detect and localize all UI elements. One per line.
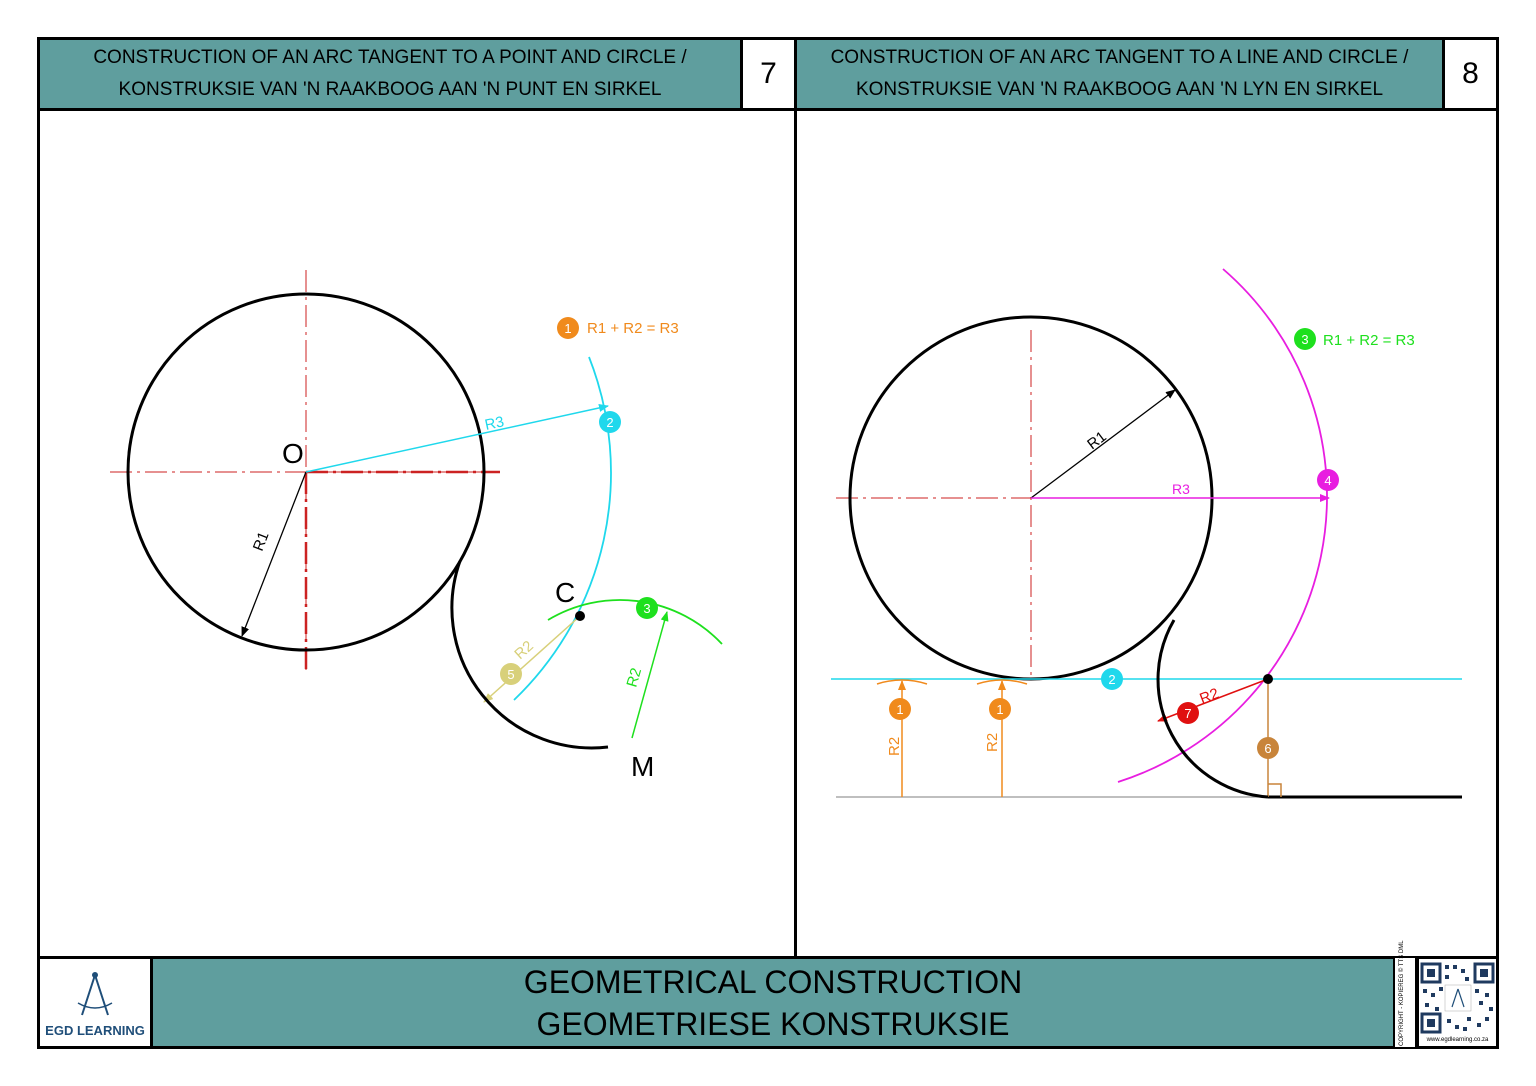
footer-title: GEOMETRICAL CONSTRUCTION GEOMETRIESE KON…	[153, 958, 1393, 1047]
p7-r3-line	[305, 404, 609, 473]
website-url: www.egdlearning.co.za	[1426, 1037, 1489, 1043]
p8-r3-label: R3	[1172, 481, 1190, 497]
qr-code-icon	[1420, 962, 1495, 1034]
p8-step4-marker	[1317, 469, 1339, 491]
p8-step3-number: 3	[1301, 332, 1308, 347]
p8-r3-arc	[1117, 268, 1328, 783]
p7-label-c: C	[555, 577, 575, 608]
p7-tangent-arc	[450, 560, 609, 750]
p8-offset2-arc	[976, 679, 1028, 685]
p7-label-o: O	[282, 438, 304, 469]
p7-r1-label: R1	[250, 529, 273, 553]
p8-r2-label-red: R2	[1197, 685, 1221, 708]
p7-label-m: M	[631, 751, 654, 782]
panel8-title-line2: KONSTRUKSIE VAN 'N RAAKBOOG AAN 'N LYN E…	[855, 79, 1384, 100]
p7-r3-label: R3	[483, 413, 505, 434]
p8-step7-number: 7	[1184, 706, 1191, 721]
logo: EGD LEARNING	[37, 956, 153, 1049]
p7-circle-o	[126, 292, 486, 652]
logo-text: EGD LEARNING	[45, 1023, 145, 1038]
p8-step1b-marker	[989, 698, 1011, 720]
p7-step3-marker	[636, 597, 658, 619]
panel8-number: 8	[1442, 37, 1499, 111]
p8-r2-line	[1157, 678, 1269, 722]
compass-icon	[77, 972, 113, 1016]
p7-step5-number: 5	[507, 667, 514, 682]
panel8-drawing: R1 R3 R2 R2 R2 1 1	[831, 268, 1462, 799]
p8-step2-number: 2	[1108, 672, 1115, 687]
panel8-title: CONSTRUCTION OF AN ARC TANGENT TO A LINE…	[794, 37, 1445, 111]
p7-step1-number: 1	[564, 321, 571, 336]
p8-step6-marker	[1257, 737, 1279, 759]
p8-step6-number: 6	[1264, 741, 1271, 756]
p7-step2-marker	[599, 411, 621, 433]
p8-offset1-arc	[876, 679, 928, 685]
panel7-title-line2: KONSTRUKSIE VAN 'N RAAKBOOG AAN 'N PUNT …	[118, 79, 662, 100]
p8-step2-marker	[1101, 668, 1123, 690]
panel8-title-line1: CONSTRUCTION OF AN ARC TANGENT TO A LINE…	[830, 47, 1409, 68]
p7-r3-arc	[513, 356, 612, 701]
p7-step1-marker	[557, 317, 579, 339]
copyright-text: COPYRIGHT - KOPIEREG © TTS DML	[1399, 940, 1405, 1046]
p8-offset1-r2-label: R2	[886, 737, 903, 756]
qr-code: www.egdlearning.co.za	[1416, 956, 1499, 1049]
p7-step5-marker	[500, 663, 522, 685]
p8-step1a-number: 1	[896, 702, 903, 717]
p8-offset2-r2-label: R2	[984, 733, 1001, 752]
p8-step3-marker	[1294, 328, 1316, 350]
p7-step3-number: 3	[643, 601, 650, 616]
p8-tangent-arc	[1156, 619, 1269, 799]
title-block	[37, 956, 1499, 1049]
p8-step1b-number: 1	[996, 702, 1003, 717]
p7-step2-number: 2	[606, 415, 613, 430]
p7-r2-line-c	[483, 615, 581, 703]
panel-divider	[794, 37, 797, 959]
p7-step1-text: R1 + R2 = R3	[587, 320, 679, 337]
p7-r2-line-m	[631, 611, 669, 739]
p8-r1-label: R1	[1084, 428, 1110, 453]
p8-step3-text: R1 + R2 = R3	[1323, 332, 1415, 349]
p7-r2-label-khaki: R2	[511, 638, 537, 663]
panel7-drawing: R1 R3 R2 R2 O C M 1 R1 + R2 = R3 2 3 5	[110, 270, 723, 782]
p7-r2-label-green: R2	[624, 666, 646, 689]
p8-r1-line	[1030, 389, 1176, 499]
panel7-title-line1: CONSTRUCTION OF AN ARC TANGENT TO A POIN…	[93, 47, 687, 68]
p8-right-angle-mark	[1268, 783, 1282, 797]
p8-step4-number: 4	[1324, 473, 1331, 488]
copyright-box: COPYRIGHT - KOPIEREG © TTS DML	[1393, 940, 1417, 1049]
p8-arc-center-point	[1263, 674, 1273, 684]
panel7-title: CONSTRUCTION OF AN ARC TANGENT TO A POIN…	[37, 37, 743, 111]
footer-title-line1: GEOMETRICAL CONSTRUCTION	[523, 963, 1023, 1000]
p8-step1a-marker	[889, 698, 911, 720]
p7-point-c	[575, 611, 585, 621]
p7-r1-line	[241, 471, 307, 637]
p8-step7-marker	[1177, 702, 1199, 724]
footer-title-line2: GEOMETRIESE KONSTRUKSIE	[536, 1005, 1010, 1042]
